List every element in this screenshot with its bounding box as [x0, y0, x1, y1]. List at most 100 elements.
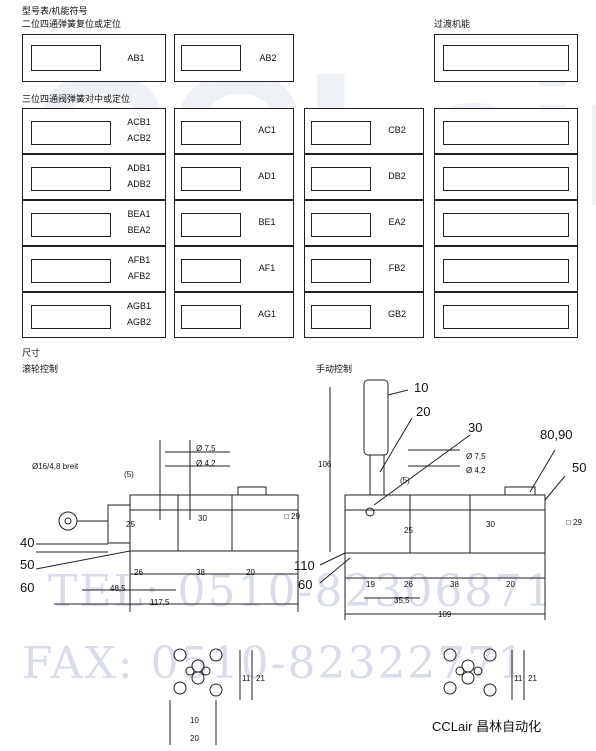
roller-control-heading: 滚轮控制	[22, 364, 59, 374]
model-label: AGB2	[126, 317, 151, 327]
roller-dim-h25: 25	[126, 520, 135, 529]
valve-symbol	[443, 213, 569, 237]
manual-callout-20: 20	[416, 404, 431, 419]
roller-dim-s29: □ 29	[284, 512, 300, 521]
roller-bolt-label: Ø16/4,8 breit	[32, 462, 79, 471]
model-row-3-col3: FB2	[304, 246, 424, 292]
model-label: ADB1	[127, 163, 151, 173]
model-label: AGB1	[126, 301, 151, 311]
manual-callout-50: 50	[572, 460, 587, 475]
valve-symbol	[181, 305, 241, 329]
model-label: AFB1	[127, 255, 151, 265]
model-row-3-col2: AF1	[174, 246, 294, 292]
roller-dim-w26: 26	[134, 568, 143, 577]
valve-symbol	[31, 213, 111, 237]
manual-callout-110: 110	[294, 558, 315, 573]
transition-box-1	[434, 34, 578, 82]
roller-callout-60: 60	[20, 580, 35, 595]
valve-symbol	[311, 213, 371, 237]
footprint2-dim-21: 21	[528, 674, 537, 683]
model-label: ADB2	[127, 179, 151, 189]
footprint-dim-21: 21	[256, 674, 265, 683]
valve-symbol	[443, 259, 569, 283]
roller-dim-w1175: 117,5	[150, 598, 170, 607]
footprint2-dim-11: 11	[514, 674, 523, 683]
roller-dim-w485: 48,5	[110, 584, 126, 593]
valve-symbol	[311, 305, 371, 329]
model-label: AFB2	[127, 271, 151, 281]
model-label: ACB1	[127, 117, 151, 127]
manual-callout-80-90: 80,90	[540, 427, 573, 442]
manual-dim-w20: 20	[506, 580, 515, 589]
transition-row-0	[434, 108, 578, 154]
valve-symbol	[443, 305, 569, 329]
manual-dim-w19: 19	[366, 580, 375, 589]
manual-dim-s29: □ 29	[566, 518, 582, 527]
model-label: EA2	[388, 217, 406, 227]
model-row-1-col2: AD1	[174, 154, 294, 200]
three-position-heading: 三位四通阀弹簧对中或定位	[22, 94, 131, 104]
valve-symbol	[181, 213, 241, 237]
valve-symbol	[443, 167, 569, 191]
model-box-ab2: AB2	[174, 34, 294, 82]
roller-dim-d1: Ø 7,5	[196, 444, 216, 453]
manual-dim-h106: 106	[318, 460, 332, 469]
model-label: AB2	[259, 53, 277, 63]
footprint-dim-20: 20	[190, 734, 199, 743]
transition-symbol	[443, 45, 569, 71]
dimensions-heading: 尺寸	[22, 348, 41, 358]
model-row-1-col3: DB2	[304, 154, 424, 200]
transition-row-3	[434, 246, 578, 292]
model-label: FB2	[388, 263, 406, 273]
model-label: BEA1	[127, 209, 151, 219]
fax-watermark: FAX: 0510-82322771	[22, 638, 528, 689]
symbol-ab2	[181, 45, 241, 71]
manual-dim-w38: 38	[450, 580, 459, 589]
roller-dim-h5: (5)	[124, 470, 134, 479]
manual-callout-60: 60	[298, 577, 313, 592]
two-position-heading: 二位四通弹簧复位或定位	[22, 19, 122, 29]
roller-callout-40: 40	[20, 535, 35, 550]
manual-dim-w26: 26	[404, 580, 413, 589]
manual-dim-w355: 35,5	[394, 596, 410, 605]
model-row-4-col3: GB2	[304, 292, 424, 338]
symbol-ab1	[31, 45, 101, 71]
model-label: DB2	[388, 171, 406, 181]
model-row-4-col2: AG1	[174, 292, 294, 338]
manual-control-heading: 手动控制	[316, 364, 353, 374]
valve-symbol	[31, 259, 111, 283]
valve-symbol	[181, 167, 241, 191]
model-label: AD1	[258, 171, 276, 181]
roller-dim-w20: 20	[246, 568, 255, 577]
transition-row-1	[434, 154, 578, 200]
model-row-2-col3: EA2	[304, 200, 424, 246]
roller-dim-w38: 38	[196, 568, 205, 577]
model-label: AF1	[258, 263, 276, 273]
manual-dim-d2: Ø 4,2	[466, 466, 486, 475]
valve-symbol	[31, 121, 111, 145]
model-label: BEA2	[127, 225, 151, 235]
manual-callout-10: 10	[414, 380, 429, 395]
valve-symbol	[443, 121, 569, 145]
transition-row-2	[434, 200, 578, 246]
model-row-0-col2: AC1	[174, 108, 294, 154]
valve-symbol	[311, 121, 371, 145]
model-label: ACB2	[127, 133, 151, 143]
roller-dim-d2: Ø 4,2	[196, 459, 216, 468]
model-label: AB1	[127, 53, 145, 63]
valve-symbol	[31, 305, 111, 329]
model-box-ab1: AB1	[22, 34, 166, 82]
section-title: 型号表/机能符号	[22, 6, 88, 16]
valve-symbol	[181, 121, 241, 145]
model-row-0-col3: CB2	[304, 108, 424, 154]
manual-dim-w109: 109	[438, 610, 452, 619]
roller-dim-h30: 30	[198, 514, 207, 523]
manual-dim-h30: 30	[486, 520, 495, 529]
manual-dim-h5: (5)	[400, 476, 410, 485]
manual-dim-h25: 25	[404, 526, 413, 535]
model-label: BE1	[258, 217, 276, 227]
manual-dim-d1: Ø 7,5	[466, 452, 486, 461]
